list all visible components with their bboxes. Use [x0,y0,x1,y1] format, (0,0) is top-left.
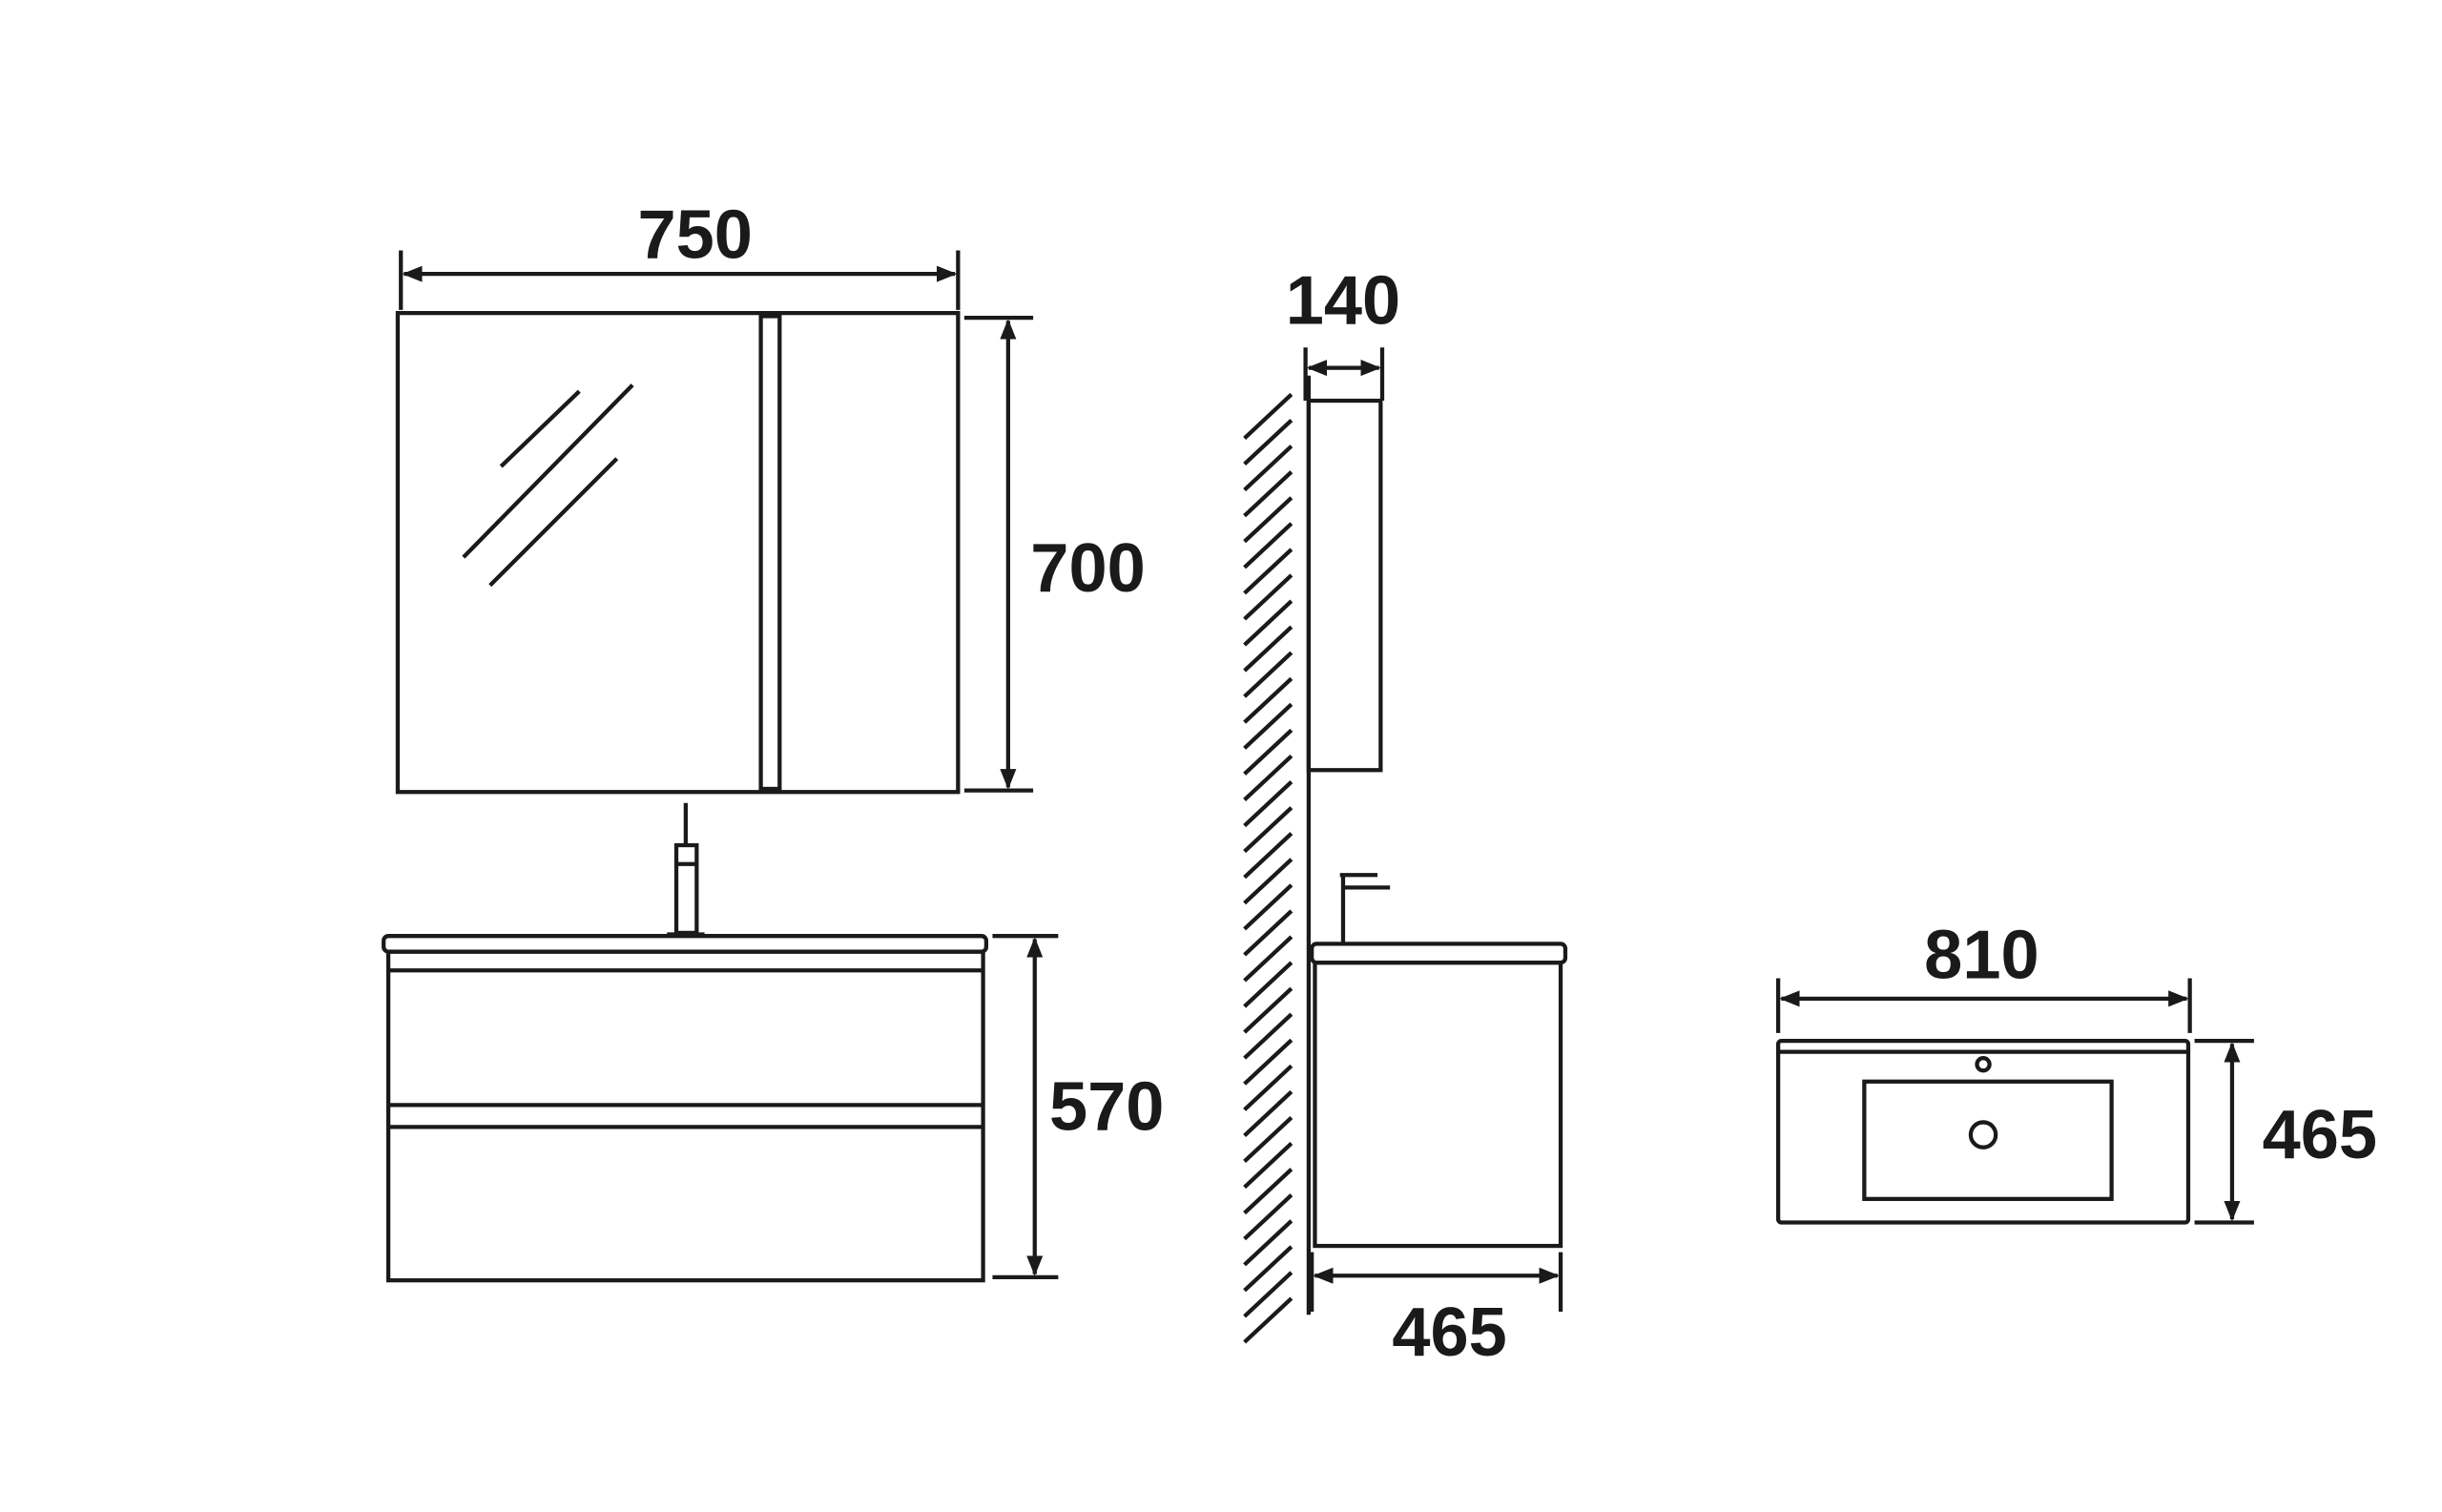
faucet-side-icon [1339,873,1391,944]
vanity-height-label: 570 [1049,1069,1164,1146]
wall-hatch-line [1243,1142,1293,1190]
wall-hatch-line [1243,1219,1293,1267]
wall-hatch-line [1243,522,1293,570]
wall-hatch-line [1243,676,1293,724]
dimension-mirror-width: 750 [399,197,961,310]
wall-hatch-line [1243,883,1293,931]
dimension-vanity-height: 570 [992,934,1164,1280]
dimension-basin-depth: 465 [2194,1038,2377,1225]
wall-hatch-line [1243,418,1293,466]
wall-hatch-line [1243,1168,1293,1215]
dimension-vanity-depth: 465 [1310,1252,1563,1371]
wall-hatch-line [1243,573,1293,621]
wall-hatch-line [1243,909,1293,957]
wall-hatch-line [1243,806,1293,854]
wall-hatch-line [1243,1012,1293,1060]
wall-hatch-line [1243,1271,1293,1318]
wall-hatch-line [1243,1064,1293,1111]
wall-hatch-line [1243,780,1293,828]
wall-hatch-line [1243,1038,1293,1086]
wall-hatch-line [1243,1115,1293,1164]
wall-hatch-line [1243,625,1293,673]
mirror-cabinet-front [395,311,961,795]
basin-depth-label: 465 [2263,1097,2377,1173]
mirror-width-label: 750 [637,197,752,274]
wall-hatch-line [1243,470,1293,518]
wall-hatch-line [1243,702,1293,750]
wall-hatch-line [1243,961,1293,1008]
vanity-side [1310,873,1568,1249]
wall-hatch-line [1243,1245,1293,1293]
side-view-wall [1243,375,1312,1344]
wall-hatch-line [1243,1089,1293,1137]
basin-width-label: 810 [1924,917,2038,993]
faucet-icon [667,802,705,937]
wall-hatch-line [1243,858,1293,905]
wall-hatch-line [1243,1296,1293,1344]
wall-hatch-line [1243,754,1293,802]
vanity-front [382,802,989,1283]
wall-hatch-line [1243,935,1293,983]
wall-hatch-line [1243,986,1293,1034]
wall-hatch-line [1243,445,1293,492]
wall-hatch-line [1243,548,1293,595]
mirror-cabinet-side [1306,398,1383,773]
dimension-mirror-depth: 140 [1286,263,1400,402]
wall-hatch-line [1243,599,1293,647]
mirror-depth-label: 140 [1286,263,1400,340]
dimension-mirror-height: 700 [963,315,1146,793]
wall-hatch-line [1243,728,1293,776]
mirror-height-label: 700 [1030,530,1145,607]
wall-hatch-line [1243,392,1293,440]
wall-hatch-line [1243,496,1293,544]
vanity-depth-label: 465 [1392,1295,1506,1371]
basin-top-view [1775,1038,2191,1225]
wall-hatch-line [1243,651,1293,698]
dimension-basin-width: 810 [1775,917,2192,1033]
wall-hatch-line [1243,1193,1293,1241]
wall-hatch-line [1243,832,1293,880]
